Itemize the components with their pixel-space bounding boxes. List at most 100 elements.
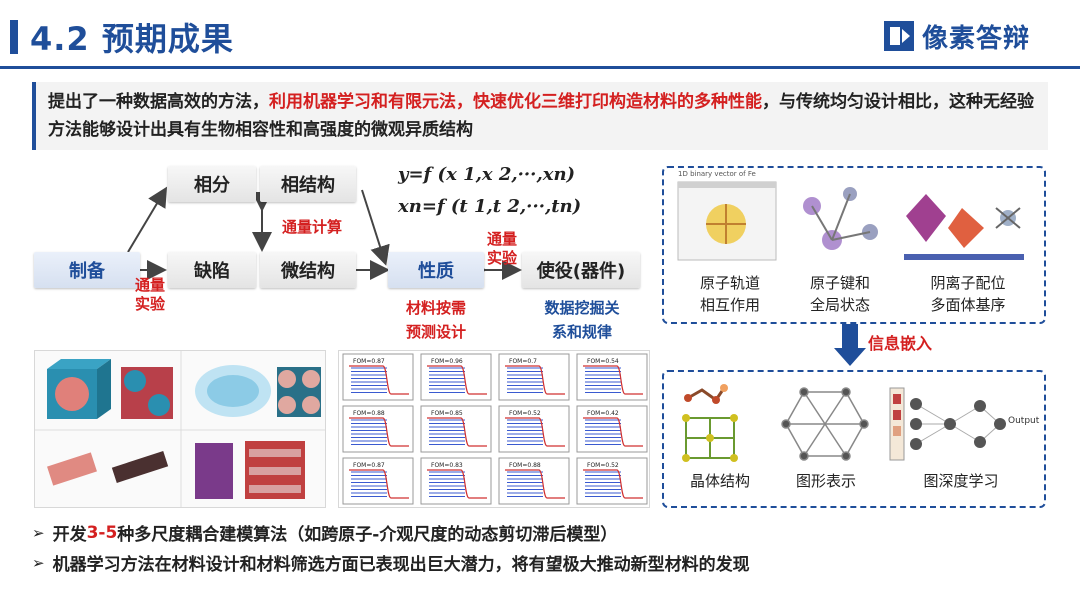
fom-subplot: FOM=0.87 <box>342 353 414 401</box>
logo-text: 像素答辩 <box>922 23 1031 54</box>
label-info-embed: 信息嵌入 <box>868 334 933 353</box>
fom-subplot: FOM=0.52 <box>576 457 648 505</box>
bullet-1-post: 种多尺度耦合建模算法（如跨原子-介观尺度的动态剪切滞后模型） <box>117 525 618 545</box>
label-flux-exp-left: 通量 实验 <box>130 276 170 314</box>
crystal-structure-icon <box>682 384 738 462</box>
bullet-1-pre: 开发 <box>52 525 87 545</box>
fom-subplot-label: FOM=0.83 <box>431 462 463 469</box>
caption-graph: 图形表示 <box>795 472 856 490</box>
caption-crystal: 晶体结构 <box>689 472 750 490</box>
embed-down-arrow <box>834 322 866 366</box>
particle-cloud <box>195 365 271 417</box>
graph-representation-icon <box>781 387 869 461</box>
caption-bond: 原子键和 全局状态 <box>792 272 888 316</box>
fom-subplot-label: FOM=0.52 <box>587 462 619 469</box>
fom-subplot: FOM=0.54 <box>576 353 648 401</box>
bullet-2-text: 机器学习方法在材料设计和材料筛选方面已表现出巨大潜力，将有望极大推动新型材料的发… <box>52 555 750 575</box>
fom-subplot: FOM=0.85 <box>420 405 492 453</box>
label-flux-exp-left-l2: 实验 <box>134 295 165 313</box>
caption-orbital-l2: 相互作用 <box>699 296 760 314</box>
intro-text-2: ，与传统均匀设计相比，这种无经验方法能够设计出具有生物相容性和高强度的微观异质结… <box>48 92 1034 140</box>
mini-vector-title: 1D binary vector of Fe <box>678 170 756 178</box>
fiber-bundles <box>47 451 169 486</box>
formula-2: xn=f (t 1,t 2,···,tn) <box>398 196 582 217</box>
formula-1: y=f (x 1,x 2,···,xn) <box>398 164 576 185</box>
caption-polyhedra-l2: 多面体基序 <box>930 296 1006 314</box>
label-design-l1: 材料按需 <box>405 299 466 317</box>
graph-learning-panel: Output 晶体结构 图形表示 图深度学习 <box>662 370 1046 508</box>
bullet-1-highlight: 3-5 <box>86 522 118 543</box>
page-title: 4.2 预期成果 <box>30 20 234 58</box>
bullet-arrow-icon: ➢ <box>32 553 45 572</box>
graph-learning-illustrations <box>682 384 1006 462</box>
label-mining: 数据挖掘关 系和规律 <box>520 296 644 344</box>
label-mining-l2: 系和规律 <box>551 323 612 341</box>
fom-subplot: FOM=0.7 <box>498 353 570 401</box>
descriptor-illustrations <box>677 181 1024 261</box>
intro-summary: 提出了一种数据高效的方法，利用机器学习和有限元法，快速优化三维打印构造材料的多种… <box>32 82 1048 150</box>
fom-subplot-curve <box>583 417 643 447</box>
fom-subplot-curve <box>427 365 487 395</box>
brand-logo: 像素答辩 <box>882 18 1030 54</box>
node-phase-structure: 相结构 <box>260 166 356 202</box>
caption-polyhedra: 阴离子配位 多面体基序 <box>908 272 1028 316</box>
cube-inclusion-1 <box>47 359 111 419</box>
microstructure-images-panel <box>34 350 326 508</box>
caption-orbital: 原子轨道 相互作用 <box>682 272 778 316</box>
label-mining-l1: 数据挖掘关 <box>544 299 620 317</box>
fom-subplot-curve <box>505 417 565 447</box>
label-design: 材料按需 预测设计 <box>384 296 488 344</box>
bullet-arrow-icon: ➢ <box>32 523 45 542</box>
fom-subplot-label: FOM=0.85 <box>431 410 463 417</box>
node-microstructure: 微结构 <box>260 252 356 288</box>
fom-subplot: FOM=0.83 <box>420 457 492 505</box>
nn-output-label: Output <box>1008 416 1040 426</box>
layered-blocks <box>195 441 305 499</box>
microstructure-illustration <box>35 351 325 507</box>
fom-subplot-label: FOM=0.52 <box>509 410 541 417</box>
fom-subplot-curve <box>349 469 409 499</box>
cube-cross-section <box>277 367 321 417</box>
label-design-l2: 预测设计 <box>405 323 466 341</box>
fom-subplot-label: FOM=0.88 <box>353 410 385 417</box>
caption-bond-l2: 全局状态 <box>809 296 870 314</box>
fom-subplot-label: FOM=0.87 <box>353 358 385 365</box>
fom-subplot-curve <box>583 365 643 395</box>
fom-subplot: FOM=0.87 <box>342 457 414 505</box>
fom-subplot: FOM=0.96 <box>420 353 492 401</box>
node-service: 使役(器件) <box>522 252 640 288</box>
label-flux-exp-right: 通量 实验 <box>482 230 522 268</box>
node-defect: 缺陷 <box>168 252 256 288</box>
fom-subplot-label: FOM=0.96 <box>431 358 463 365</box>
fom-subplot: FOM=0.52 <box>498 405 570 453</box>
header-divider <box>0 66 1080 69</box>
fom-subplot-curve <box>427 417 487 447</box>
bullet-2: ➢ 机器学习方法在材料设计和材料筛选方面已表现出巨大潜力，将有望极大推动新型材料… <box>32 550 750 576</box>
node-prep: 制备 <box>34 252 140 288</box>
intro-highlight: 利用机器学习和有限元法，快速优化三维打印构造材料的多种性能 <box>269 92 762 112</box>
cube-inclusion-2 <box>121 367 173 419</box>
caption-polyhedra-l1: 阴离子配位 <box>930 274 1006 292</box>
label-flux-exp-right-l1: 通量 <box>486 230 517 248</box>
arrow-struct-prop <box>361 189 390 266</box>
neural-network-icon <box>889 387 1006 461</box>
fom-subplot-curve <box>583 469 643 499</box>
caption-bond-l1: 原子键和 <box>809 274 870 292</box>
fom-subplot-curve <box>505 365 565 395</box>
fom-subplot-curve <box>349 365 409 395</box>
node-phase: 相分 <box>168 166 256 202</box>
descriptor-panel: 1D binary vector of Fe 原子轨道 相互作用 原子键和 全局… <box>662 166 1046 324</box>
fom-subplot-curve <box>349 417 409 447</box>
fom-subplot: FOM=0.88 <box>498 457 570 505</box>
fom-subplot: FOM=0.42 <box>576 405 648 453</box>
fom-subplot: FOM=0.88 <box>342 405 414 453</box>
label-flux-exp-right-l2: 实验 <box>486 249 517 267</box>
intro-text-1: 提出了一种数据高效的方法， <box>48 92 269 112</box>
fom-subplot-label: FOM=0.54 <box>587 358 619 365</box>
label-flux-calc: 通量计算 <box>281 218 342 236</box>
caption-orbital-l1: 原子轨道 <box>699 274 760 292</box>
arrow-prep-phase <box>127 186 168 253</box>
